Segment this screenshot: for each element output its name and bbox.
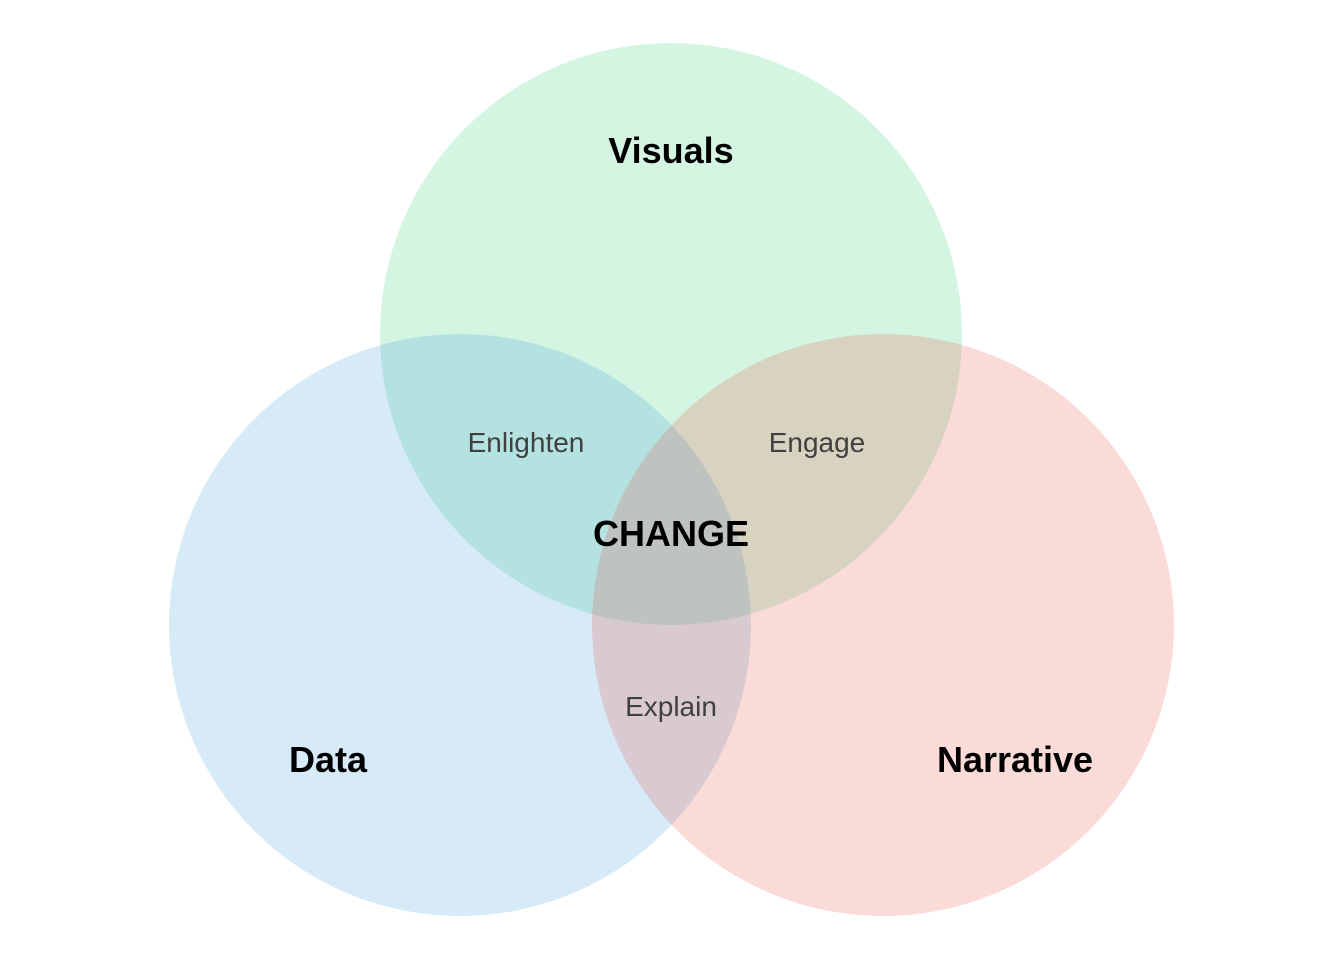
change-label: CHANGE [593,513,749,554]
engage-label: Engage [769,427,866,458]
enlighten-label: Enlighten [468,427,585,458]
narrative-label: Narrative [937,739,1093,780]
data-label: Data [289,739,368,780]
explain-label: Explain [625,691,717,722]
data-circle [169,334,751,916]
visuals-circle [380,43,962,625]
narrative-circle [592,334,1174,916]
visuals-label: Visuals [608,130,733,171]
